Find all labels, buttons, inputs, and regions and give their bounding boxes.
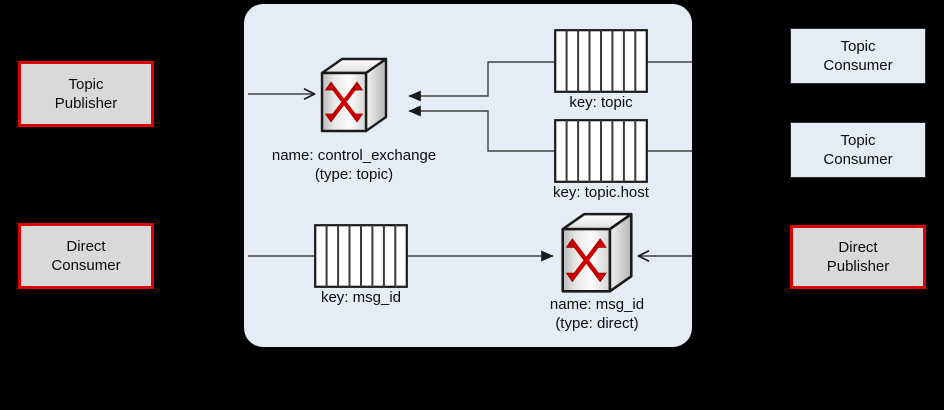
direct-consumer-label-line1: Direct bbox=[66, 237, 106, 255]
topic-publisher-label-line1: Topic bbox=[68, 75, 104, 93]
direct-publisher-label-line2: Publisher bbox=[826, 258, 890, 275]
direct-consumer-label-line2: Consumer bbox=[51, 257, 121, 274]
exchange-icon[interactable] bbox=[316, 57, 392, 141]
topic-consumer-2-label-line1: Topic bbox=[840, 131, 876, 149]
topic-consumer-2-box[interactable]: Topic Consumer bbox=[790, 122, 926, 178]
topic-consumer-1-label-line1: Topic bbox=[840, 37, 876, 55]
topic-publisher-label-line2: Publisher bbox=[54, 95, 118, 112]
queue-icon[interactable] bbox=[554, 119, 648, 183]
queue-icon[interactable] bbox=[314, 224, 408, 288]
topic-publisher-box[interactable]: Topic Publisher bbox=[18, 61, 154, 127]
topic-consumer-1-box[interactable]: Topic Consumer bbox=[790, 28, 926, 84]
direct-publisher-label-line1: Direct bbox=[838, 238, 878, 256]
exchange-icon[interactable] bbox=[556, 212, 638, 302]
queue-icon[interactable] bbox=[554, 29, 648, 93]
direct-consumer-box[interactable]: Direct Consumer bbox=[18, 223, 154, 289]
direct-publisher-box[interactable]: Direct Publisher bbox=[790, 225, 926, 289]
topic-consumer-2-label-line2: Consumer bbox=[823, 151, 893, 168]
topic-consumer-1-label-line2: Consumer bbox=[823, 57, 893, 74]
edge-queue-topic-to-control-exchange bbox=[408, 61, 556, 102]
edge-queue-topic-host-to-control-exchange bbox=[408, 105, 556, 152]
